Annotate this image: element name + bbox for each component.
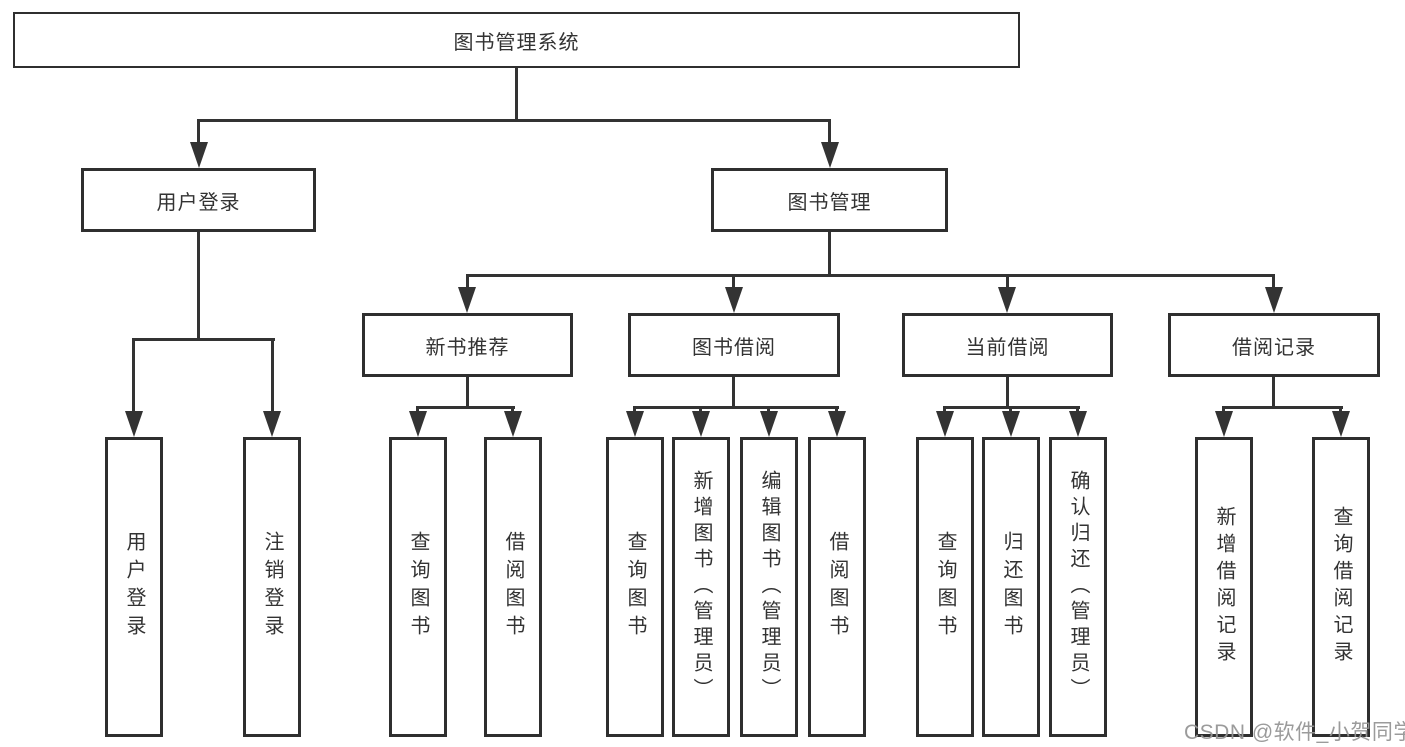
connector-stem xyxy=(633,406,636,414)
connector-rail xyxy=(1222,406,1343,409)
connector-root-stem xyxy=(515,68,518,119)
leaf-borrow-books-1: 借阅图书 xyxy=(484,437,542,737)
connector-stem xyxy=(1272,274,1275,290)
connector-stem xyxy=(732,377,735,409)
leaf-label: 用户登录 xyxy=(123,531,145,643)
connector-stem xyxy=(767,406,770,414)
connector-stem xyxy=(943,406,946,414)
leaf-edit-book-admin: 编辑图书（管理员） xyxy=(740,437,798,737)
arrow-down xyxy=(821,142,839,168)
arrow-down xyxy=(626,411,644,437)
leaf-label: 归还图书 xyxy=(1000,531,1022,643)
arrow-down xyxy=(828,411,846,437)
connector-stem xyxy=(1006,377,1009,409)
arrow-down xyxy=(998,287,1016,313)
arrow-down xyxy=(504,411,522,437)
arrow-down xyxy=(1002,411,1020,437)
connector-stem xyxy=(835,406,838,414)
connector-stem xyxy=(271,338,274,413)
node-user-login-label: 用户登录 xyxy=(156,191,241,214)
leaf-confirm-return-admin: 确认归还（管理员） xyxy=(1049,437,1107,737)
leaf-label: 借阅图书 xyxy=(826,531,848,643)
csdn-watermark: CSDN @软件_小贺同学 xyxy=(1184,721,1405,744)
connector-rail xyxy=(416,406,515,409)
connector-stem xyxy=(416,406,419,414)
arrow-down xyxy=(1265,287,1283,313)
leaf-add-borrow-record: 新增借阅记录 xyxy=(1195,437,1253,737)
leaf-label: 新增图书（管理员） xyxy=(690,470,712,704)
leaf-label: 查询图书 xyxy=(624,531,646,643)
leaf-label: 查询借阅记录 xyxy=(1330,506,1352,668)
leaf-label: 注销登录 xyxy=(261,531,283,643)
node-label: 图书借阅 xyxy=(692,336,776,359)
arrow-down xyxy=(125,411,143,437)
connector-stem xyxy=(1339,406,1342,414)
connector-stem xyxy=(466,377,469,409)
node-root-library-system: 图书管理系统 xyxy=(13,12,1020,68)
leaf-label: 查询图书 xyxy=(934,531,956,643)
arrow-down xyxy=(725,287,743,313)
arrow-down xyxy=(263,411,281,437)
node-label: 当前借阅 xyxy=(965,336,1050,359)
connector-stem xyxy=(197,232,200,338)
connector-level2-rail xyxy=(197,119,831,122)
arrow-down xyxy=(409,411,427,437)
arrow-down xyxy=(458,287,476,313)
connector-stem xyxy=(132,338,135,413)
node-book-management: 图书管理 xyxy=(711,168,948,232)
connector-stem xyxy=(828,119,831,147)
node-book-management-label: 图书管理 xyxy=(787,191,872,214)
connector-stem xyxy=(1009,406,1012,414)
leaf-query-books-2: 查询图书 xyxy=(606,437,664,737)
connector-stem xyxy=(1076,406,1079,414)
arrow-down xyxy=(190,142,208,168)
leaf-label: 编辑图书（管理员） xyxy=(758,470,780,704)
node-borrow-record: 借阅记录 xyxy=(1168,313,1380,377)
node-label: 借阅记录 xyxy=(1232,336,1316,359)
leaf-borrow-books-2: 借阅图书 xyxy=(808,437,866,737)
leaf-logout: 注销登录 xyxy=(243,437,301,737)
connector-stem xyxy=(1006,274,1009,290)
leaf-label: 新增借阅记录 xyxy=(1213,506,1235,668)
connector-user-login-rail xyxy=(132,338,275,341)
connector-level3-rail xyxy=(466,274,1275,277)
connector-stem xyxy=(828,232,831,276)
leaf-add-book-admin: 新增图书（管理员） xyxy=(672,437,730,737)
connector-stem xyxy=(197,119,200,147)
leaf-query-books-1: 查询图书 xyxy=(389,437,447,737)
leaf-user-login: 用户登录 xyxy=(105,437,163,737)
leaf-label: 借阅图书 xyxy=(502,531,524,643)
leaf-return-book: 归还图书 xyxy=(982,437,1040,737)
connector-stem xyxy=(1272,377,1275,409)
arrow-down xyxy=(1069,411,1087,437)
arrow-down xyxy=(1332,411,1350,437)
connector-stem xyxy=(732,274,735,290)
connector-rail xyxy=(633,406,839,409)
connector-stem xyxy=(1222,406,1225,414)
node-current-borrow: 当前借阅 xyxy=(902,313,1113,377)
arrow-down xyxy=(760,411,778,437)
node-label: 新书推荐 xyxy=(425,336,510,359)
node-new-book-recommend: 新书推荐 xyxy=(362,313,573,377)
arrow-down xyxy=(1215,411,1233,437)
connector-stem xyxy=(699,406,702,414)
arrow-down xyxy=(692,411,710,437)
leaf-query-books-3: 查询图书 xyxy=(916,437,974,737)
connector-stem xyxy=(466,274,469,290)
node-root-label: 图书管理系统 xyxy=(453,31,580,54)
leaf-query-borrow-record: 查询借阅记录 xyxy=(1312,437,1370,737)
node-user-login: 用户登录 xyxy=(81,168,316,232)
node-book-borrow: 图书借阅 xyxy=(628,313,840,377)
leaf-label: 确认归还（管理员） xyxy=(1067,470,1089,704)
leaf-label: 查询图书 xyxy=(407,531,429,643)
connector-stem xyxy=(511,406,514,414)
arrow-down xyxy=(936,411,954,437)
